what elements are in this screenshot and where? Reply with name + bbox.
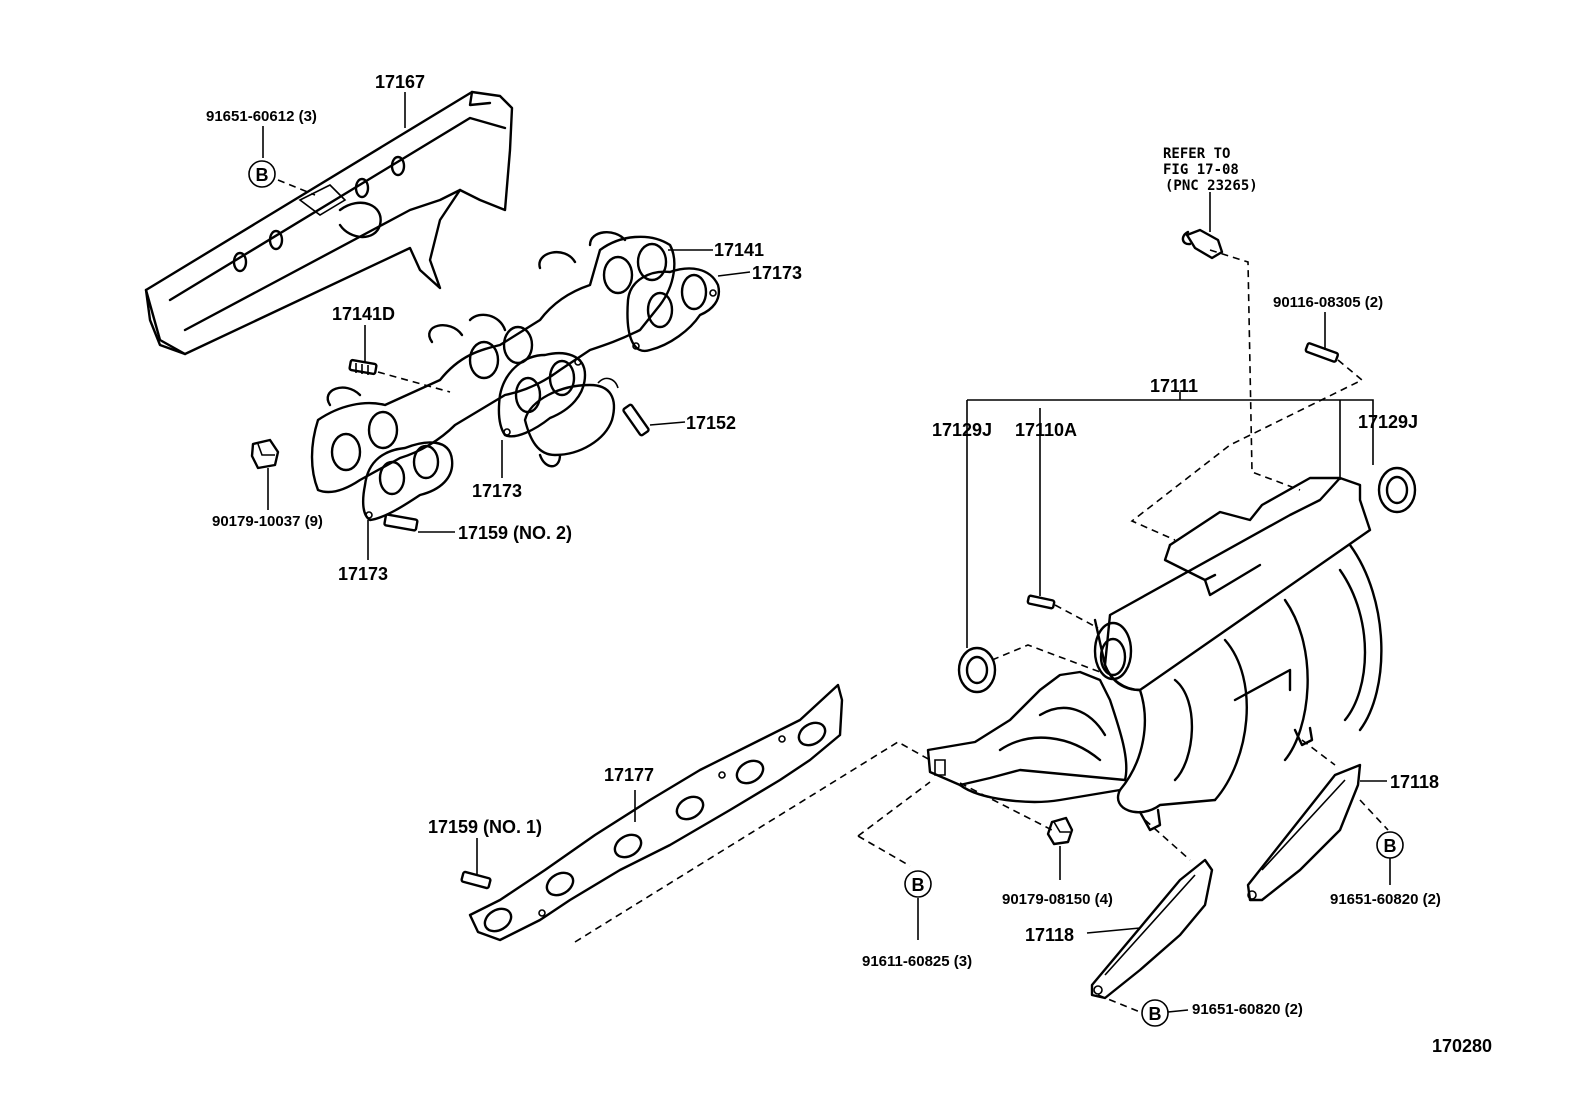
exhaust-manifold-drawing — [310, 231, 676, 494]
label-stud-intake-top: 90116-08305 (2) — [1273, 294, 1383, 311]
label-ring-left: 17129J — [932, 420, 992, 440]
exhaust-gasket-middle-drawing — [497, 352, 587, 438]
dashed-connectors — [277, 179, 1389, 1013]
label-insulator-bolt: 91651-60612 (3) — [206, 108, 317, 125]
label-gasket-lower-left: 17173 — [338, 564, 388, 584]
b-marker-insulator: B — [248, 160, 276, 188]
label-gasket-lower-mid: 17173 — [472, 481, 522, 501]
stays-drawing — [1090, 763, 1362, 1000]
exhaust-gasket-upper-drawing — [626, 267, 721, 353]
intake-gasket-drawing — [468, 683, 844, 942]
label-bolt-b-center: 91611-60825 (3) — [862, 953, 972, 970]
label-stud-no2: 17159 (NO. 2) — [458, 523, 572, 543]
leader-lines — [262, 92, 1391, 1013]
b-marker-stay-left: B — [1141, 999, 1169, 1027]
label-bolt-b-stay-left: 91651-60820 (2) — [1192, 1001, 1303, 1018]
ring-seals-drawing — [957, 466, 1417, 694]
svg-text:B: B — [256, 165, 269, 185]
b-marker-stay-right: B — [1376, 831, 1404, 859]
label-nut-intake: 90179-08150 (4) — [1002, 891, 1113, 908]
label-bolt-b-stay-right: 91651-60820 (2) — [1330, 891, 1441, 908]
svg-text:B: B — [912, 875, 925, 895]
label-refer-line3: (PNC 23265) — [1165, 178, 1258, 194]
label-stud-17152: 17152 — [686, 413, 736, 433]
exhaust-fasteners-drawing — [250, 358, 650, 890]
label-refer-line1: REFER TO — [1163, 146, 1230, 162]
label-gasket-upper-right: 17173 — [752, 263, 802, 283]
svg-text:B: B — [1384, 836, 1397, 856]
label-stud-no1: 17159 (NO. 1) — [428, 817, 542, 837]
label-intake-manifold: 17111 — [1150, 376, 1198, 396]
label-nut-exhaust: 90179-10037 (9) — [212, 513, 323, 530]
label-stay-left: 17118 — [1025, 925, 1074, 945]
label-stud-17141d: 17141D — [332, 304, 395, 324]
label-stud-17110a: 17110A — [1015, 420, 1077, 440]
intake-fasteners-drawing — [1026, 228, 1340, 846]
label-ring-right: 17129J — [1358, 412, 1418, 432]
label-intake-gasket: 17177 — [604, 765, 654, 785]
b-marker-center: B — [904, 870, 932, 898]
label-heat-insulator: 17167 — [375, 72, 425, 92]
label-stay-right: 17118 — [1390, 772, 1439, 792]
label-exhaust-manifold: 17141 — [714, 240, 764, 260]
label-refer-line2: FIG 17-08 — [1163, 162, 1239, 178]
exhaust-gasket-lower-drawing — [361, 441, 454, 522]
svg-text:B: B — [1149, 1004, 1162, 1024]
heat-insulator-drawing — [144, 90, 514, 356]
figure-id: 170280 — [1432, 1036, 1492, 1056]
